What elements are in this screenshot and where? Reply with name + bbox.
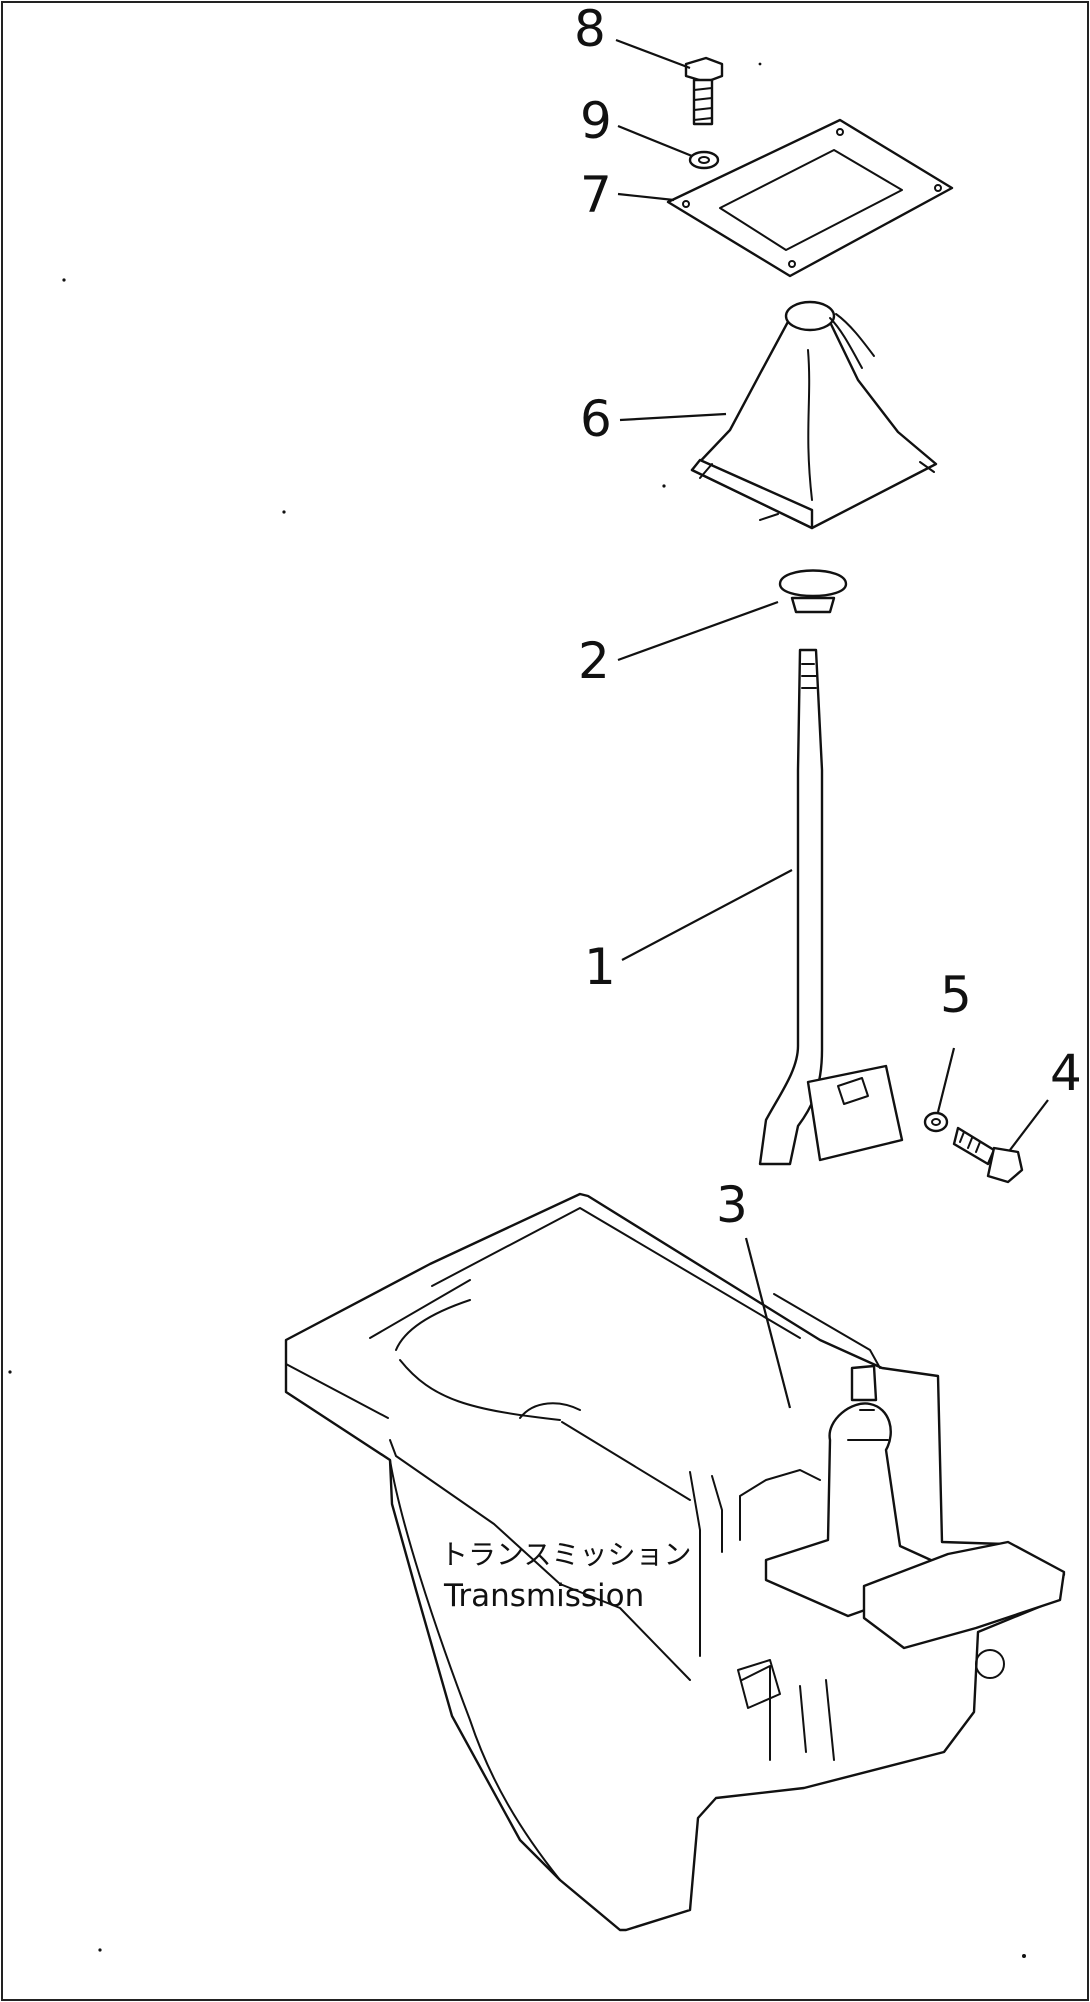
part-7-plate <box>666 118 954 278</box>
callout-6: 6 <box>580 390 612 448</box>
part-4-bolt <box>952 1126 1024 1184</box>
callout-9: 9 <box>580 92 612 150</box>
transmission-housing <box>284 1192 1066 1932</box>
transmission-caption: トランスミッション Transmission <box>440 1538 691 1614</box>
caption-japanese: トランスミッション <box>440 1538 691 1571</box>
part-1-lever <box>758 648 904 1166</box>
callout-4: 4 <box>1050 1044 1082 1102</box>
part-5-washer <box>923 1111 949 1133</box>
part-9-washer <box>688 150 720 170</box>
part-2-knob <box>778 569 848 614</box>
scan-specks <box>8 62 1026 1958</box>
callout-2: 2 <box>578 632 610 690</box>
part-8-bolt <box>684 56 724 126</box>
caption-english: Transmission <box>443 1578 644 1614</box>
callout-8: 8 <box>574 0 606 58</box>
callout-5: 5 <box>940 966 972 1024</box>
callout-1: 1 <box>584 938 616 996</box>
part-6-boot <box>690 300 938 530</box>
callout-3: 3 <box>716 1176 748 1234</box>
callout-labels: 8 9 7 6 2 1 5 4 3 <box>574 0 1082 1234</box>
leader-lines <box>615 38 1049 1409</box>
callout-7: 7 <box>580 166 612 224</box>
